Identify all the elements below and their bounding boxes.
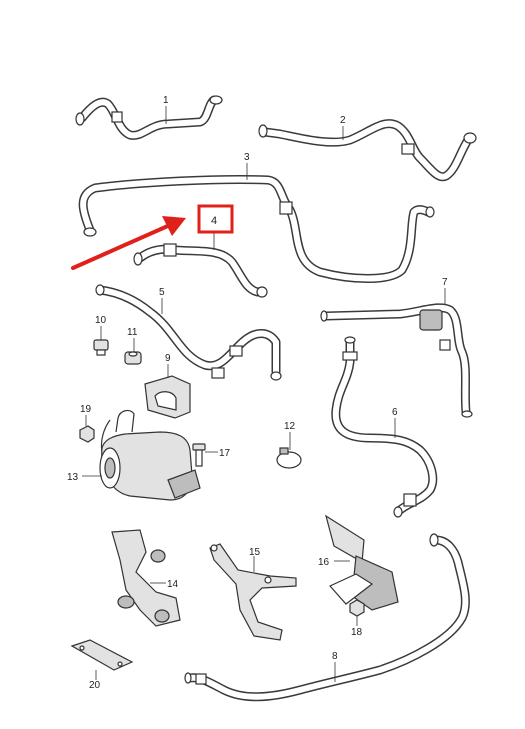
part-19-nut[interactable] — [79, 425, 95, 443]
part-label-7: 7 — [442, 277, 448, 288]
part-4-hose[interactable] — [133, 243, 268, 298]
part-13-pump[interactable] — [99, 409, 201, 501]
part-label-3: 3 — [244, 152, 250, 163]
part-17-bolt[interactable] — [192, 443, 206, 467]
part-9-bracket[interactable] — [144, 375, 191, 419]
part-5-hose[interactable] — [95, 284, 282, 381]
part-16-bracket[interactable] — [325, 514, 399, 611]
part-label-1: 1 — [163, 95, 169, 106]
part-label-17: 17 — [219, 448, 231, 459]
part-label-16: 16 — [318, 557, 330, 568]
part-label-9: 9 — [165, 353, 171, 364]
part-6-hose[interactable] — [331, 336, 438, 518]
part-label-14: 14 — [167, 579, 179, 590]
part-label-11: 11 — [127, 327, 138, 338]
part-20-gasket[interactable] — [70, 639, 134, 671]
part-18-nut[interactable] — [349, 599, 365, 617]
part-10-plug[interactable] — [93, 339, 109, 356]
part-8-hose[interactable] — [184, 533, 470, 702]
part-label-20: 20 — [89, 680, 101, 691]
part-12-clamp[interactable] — [276, 447, 302, 469]
part-11-grommet[interactable] — [124, 351, 142, 365]
part-2-hose[interactable] — [258, 119, 477, 182]
part-label-8: 8 — [332, 651, 338, 662]
part-label-13: 13 — [67, 472, 79, 483]
part-label-5: 5 — [159, 287, 165, 298]
part-15-bracket[interactable] — [209, 543, 297, 641]
part-label-15: 15 — [249, 547, 261, 558]
part-label-6: 6 — [392, 407, 398, 418]
part-7-hose[interactable] — [320, 303, 473, 418]
part-14-bracket[interactable] — [111, 529, 181, 627]
part-label-18: 18 — [351, 627, 363, 638]
part-label-4: 4 — [211, 215, 217, 227]
part-1-hose[interactable] — [75, 95, 223, 140]
part-3-hose[interactable] — [78, 174, 435, 283]
part-label-2: 2 — [340, 115, 346, 126]
part-label-10: 10 — [95, 315, 107, 326]
red-arrow — [71, 216, 186, 270]
part-label-19: 19 — [80, 404, 92, 415]
highlight-box — [197, 204, 234, 234]
part-label-12: 12 — [284, 421, 296, 432]
